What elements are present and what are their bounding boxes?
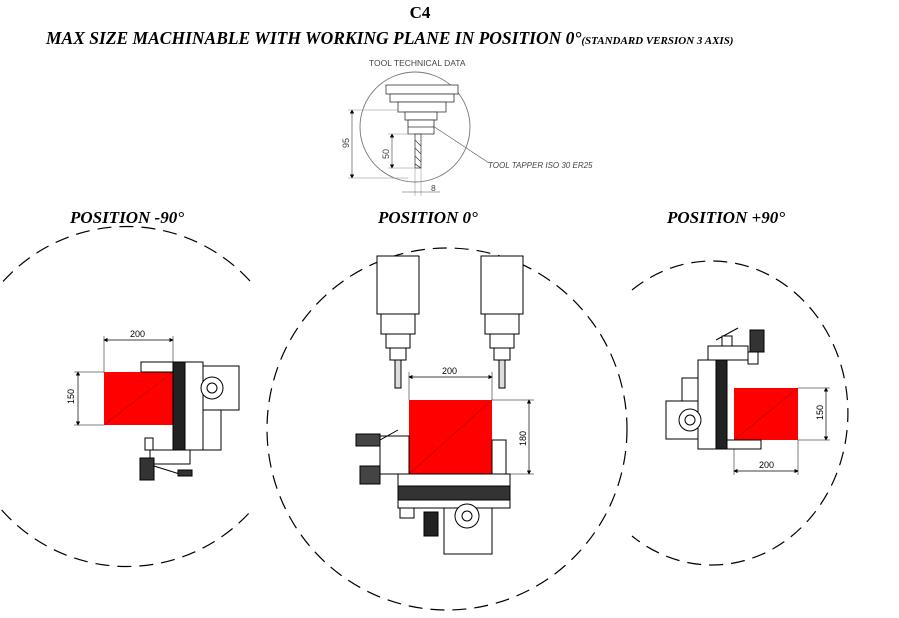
tool-label: TOOL TAPPER ISO 30 ER25 bbox=[488, 161, 593, 170]
rotation-circle-center bbox=[266, 247, 628, 611]
title-sub: (STANDARD VERSION 3 AXIS) bbox=[581, 35, 734, 47]
spindle-right-icon bbox=[480, 255, 524, 389]
tool-caption: TOOL TECHNICAL DATA bbox=[369, 58, 466, 68]
rotation-circle-right bbox=[631, 260, 849, 566]
position-minus90-label: POSITION -90° bbox=[70, 208, 184, 227]
tool-dim-length: 50 bbox=[381, 149, 391, 159]
tool-holder-icon bbox=[385, 84, 459, 135]
right-dim-height: 150 bbox=[815, 405, 825, 420]
drawing-code: C4 bbox=[409, 3, 431, 22]
right-dim-width: 200 bbox=[759, 460, 774, 470]
position-0-label: POSITION 0° bbox=[378, 208, 478, 227]
tool-dim-diameter: 8 bbox=[431, 183, 436, 193]
position-minus90-view: 200 150 bbox=[0, 225, 251, 568]
tool-leader-line bbox=[432, 125, 490, 164]
title-main: MAX SIZE MACHINABLE WITH WORKING PLANE I… bbox=[46, 28, 582, 48]
fixture-center bbox=[355, 429, 511, 555]
drawing-title: MAX SIZE MACHINABLE WITH WORKING PLANE I… bbox=[46, 28, 733, 49]
center-dim-height: 180 bbox=[518, 431, 528, 446]
fixture-right bbox=[665, 327, 765, 450]
center-dim-width: 200 bbox=[442, 366, 457, 376]
spindle-left-icon bbox=[376, 255, 420, 389]
position-0-view: 200 180 bbox=[266, 247, 628, 611]
left-dim-height: 150 bbox=[66, 389, 76, 404]
tool-technical-data: TOOL TECHNICAL DATA 95 50 8 TOOL bbox=[341, 58, 593, 196]
tool-dim-total: 95 bbox=[341, 138, 351, 148]
fixture-left bbox=[139, 361, 240, 481]
drill-bit-icon bbox=[414, 133, 422, 169]
position-plus90-view: 150 200 bbox=[631, 260, 849, 566]
left-dim-width: 200 bbox=[130, 329, 145, 339]
position-plus90-label: POSITION +90° bbox=[667, 208, 786, 227]
